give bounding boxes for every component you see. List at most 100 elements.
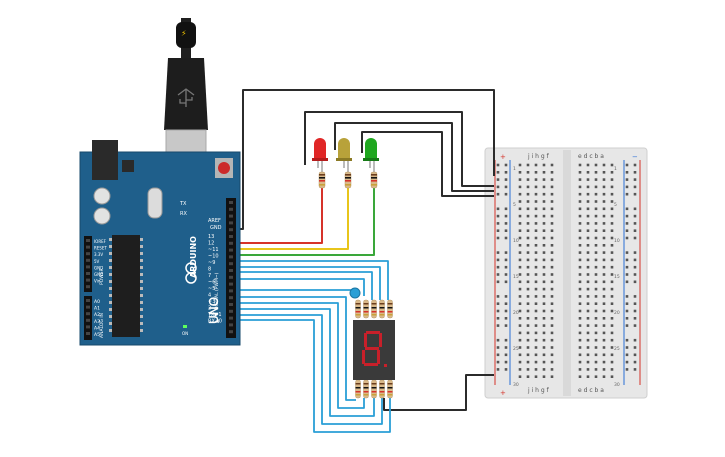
breadboard-hole[interactable]	[586, 222, 590, 225]
breadboard-hole[interactable]	[610, 222, 614, 225]
breadboard-hole[interactable]	[633, 353, 637, 357]
breadboard-hole[interactable]	[633, 280, 637, 284]
breadboard-hole[interactable]	[594, 236, 598, 240]
arduino-uno-board[interactable]: AREF GND TX RX 1312~11~10~987~6~54~32TX▶…	[79, 140, 241, 346]
breadboard-hole[interactable]	[578, 375, 582, 378]
breadboard-hole[interactable]	[496, 317, 500, 320]
breadboard-hole[interactable]	[586, 280, 590, 284]
breadboard-hole[interactable]	[526, 324, 530, 327]
breadboard-hole[interactable]	[534, 280, 538, 284]
breadboard-hole[interactable]	[610, 295, 614, 298]
breadboard-hole[interactable]	[586, 287, 590, 291]
breadboard-hole[interactable]	[594, 244, 598, 247]
breadboard-hole[interactable]	[578, 273, 582, 276]
breadboard-hole[interactable]	[633, 338, 637, 342]
breadboard-hole[interactable]	[542, 353, 546, 357]
breadboard-hole[interactable]	[578, 309, 582, 313]
breadboard-hole[interactable]	[542, 375, 546, 378]
header-pin[interactable]	[86, 305, 90, 309]
breadboard-hole[interactable]	[610, 171, 614, 174]
breadboard-hole[interactable]	[625, 214, 629, 218]
breadboard-hole[interactable]	[534, 200, 538, 203]
breadboard-hole[interactable]	[625, 236, 629, 240]
breadboard-hole[interactable]	[610, 244, 614, 247]
breadboard-hole[interactable]	[625, 309, 629, 313]
breadboard-hole[interactable]	[504, 346, 508, 349]
breadboard-hole[interactable]	[526, 207, 530, 211]
breadboard-hole[interactable]	[496, 280, 500, 284]
breadboard-hole[interactable]	[518, 207, 522, 211]
breadboard-hole[interactable]	[534, 338, 538, 342]
analog-header[interactable]	[84, 296, 92, 340]
breadboard-hole[interactable]	[602, 251, 606, 254]
breadboard-hole[interactable]	[496, 273, 500, 276]
breadboard-hole[interactable]	[578, 185, 582, 189]
breadboard-hole[interactable]	[496, 207, 500, 211]
breadboard-hole[interactable]	[602, 309, 606, 313]
breadboard-hole[interactable]	[550, 171, 554, 174]
breadboard-hole[interactable]	[610, 265, 614, 269]
breadboard-hole[interactable]	[534, 185, 538, 189]
breadboard-hole[interactable]	[602, 280, 606, 284]
breadboard-hole[interactable]	[633, 368, 637, 371]
breadboard-hole[interactable]	[578, 200, 582, 203]
header-pin[interactable]	[229, 275, 233, 279]
breadboard-hole[interactable]	[496, 251, 500, 254]
breadboard-hole[interactable]	[602, 338, 606, 342]
breadboard-hole[interactable]	[534, 236, 538, 240]
header-pin[interactable]	[229, 323, 233, 327]
breadboard-hole[interactable]	[586, 178, 590, 181]
breadboard-hole[interactable]	[496, 192, 500, 196]
breadboard-hole[interactable]	[518, 353, 522, 357]
breadboard-hole[interactable]	[578, 229, 582, 232]
breadboard-hole[interactable]	[633, 236, 637, 240]
breadboard-hole[interactable]	[550, 368, 554, 371]
breadboard-hole[interactable]	[542, 360, 546, 364]
breadboard-hole[interactable]	[602, 360, 606, 364]
breadboard-hole[interactable]	[625, 360, 629, 364]
breadboard-hole[interactable]	[586, 353, 590, 357]
breadboard-hole[interactable]	[610, 280, 614, 284]
breadboard-hole[interactable]	[594, 273, 598, 276]
breadboard-hole[interactable]	[586, 302, 590, 305]
breadboard-hole[interactable]	[594, 251, 598, 254]
breadboard-hole[interactable]	[504, 236, 508, 240]
breadboard-hole[interactable]	[594, 302, 598, 305]
breadboard-hole[interactable]	[602, 222, 606, 225]
breadboard-hole[interactable]	[496, 295, 500, 298]
breadboard-hole[interactable]	[602, 178, 606, 181]
breadboard-hole[interactable]	[586, 317, 590, 320]
breadboard-hole[interactable]	[633, 295, 637, 298]
led-yellow-bulb[interactable]	[338, 138, 350, 158]
breadboard-hole[interactable]	[594, 353, 598, 357]
breadboard-hole[interactable]	[610, 346, 614, 349]
header-pins[interactable]	[86, 201, 233, 335]
breadboard-hole[interactable]	[586, 251, 590, 254]
breadboard-hole[interactable]	[610, 214, 614, 218]
breadboard-hole[interactable]	[586, 185, 590, 189]
breadboard-hole[interactable]	[610, 236, 614, 240]
wire-display-common-gnd[interactable]	[383, 374, 494, 411]
breadboard-hole[interactable]	[578, 331, 582, 335]
breadboard-hole[interactable]	[602, 192, 606, 196]
breadboard-hole[interactable]	[534, 287, 538, 291]
breadboard-hole[interactable]	[518, 222, 522, 225]
breadboard-hole[interactable]	[578, 280, 582, 284]
breadboard-hole[interactable]	[550, 295, 554, 298]
breadboard-hole[interactable]	[550, 185, 554, 189]
digital-header[interactable]	[226, 198, 236, 338]
breadboard-hole[interactable]	[578, 302, 582, 305]
breadboard-hole[interactable]	[625, 280, 629, 284]
breadboard-hole[interactable]	[518, 346, 522, 349]
breadboard-hole[interactable]	[542, 287, 546, 291]
breadboard-hole[interactable]	[504, 178, 508, 181]
breadboard-hole[interactable]	[504, 317, 508, 320]
breadboard-hole[interactable]	[534, 353, 538, 357]
header-pin[interactable]	[86, 245, 90, 249]
wire-pin2-segment[interactable]	[234, 308, 375, 417]
breadboard-hole[interactable]	[610, 360, 614, 364]
breadboard-hole[interactable]	[550, 200, 554, 203]
breadboard-hole[interactable]	[504, 171, 508, 174]
header-pin[interactable]	[229, 228, 233, 232]
